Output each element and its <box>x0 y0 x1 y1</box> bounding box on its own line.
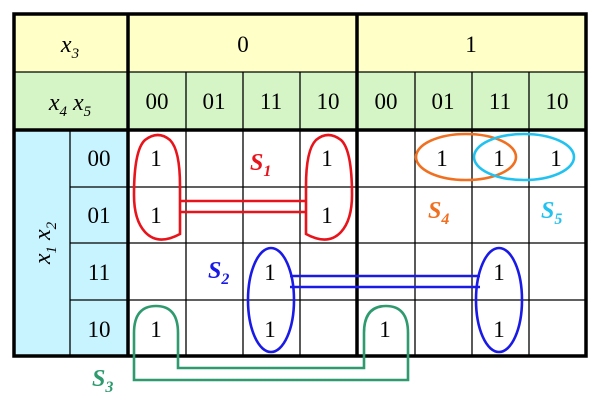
x3-label: x3 <box>60 32 79 62</box>
cell-value: 1 <box>550 146 562 171</box>
group-s3-outline <box>132 304 410 382</box>
cell-value: 1 <box>379 317 391 342</box>
row-code: 11 <box>88 260 110 285</box>
cell-values: 1 1 1 1 1 1 1 1 1 1 1 1 1 <box>150 146 562 342</box>
row-code: 00 <box>88 146 111 171</box>
x4x5-header-bg <box>14 72 126 130</box>
grid-thick <box>12 12 588 358</box>
cell-value: 1 <box>264 317 276 342</box>
col-code: 00 <box>375 89 398 114</box>
col-code: 11 <box>260 89 282 114</box>
x1x2-label: x1 x2 <box>30 221 60 265</box>
group-s1-outline <box>132 133 354 241</box>
cell-value: 1 <box>321 146 333 171</box>
group-s2-outline <box>246 246 524 354</box>
col-code: 01 <box>203 89 226 114</box>
col-code: 10 <box>546 89 569 114</box>
cell-value: 1 <box>493 260 505 285</box>
col-code: 01 <box>432 89 455 114</box>
cell-value: 1 <box>436 146 448 171</box>
row-code: 10 <box>88 317 111 342</box>
col-code: 00 <box>146 89 169 114</box>
cell-value: 1 <box>321 203 333 228</box>
group-s5-label: S5 <box>541 198 562 228</box>
x4x5-label: x4 x5 <box>48 90 92 120</box>
cell-value: 1 <box>150 146 162 171</box>
group-s5-outline <box>472 132 576 182</box>
column-codes: 00 01 11 10 00 01 11 10 <box>146 89 569 114</box>
row-codes: 00 01 11 10 <box>88 146 111 342</box>
cell-value: 1 <box>493 146 505 171</box>
cell-value: 1 <box>150 203 162 228</box>
cell-value: 1 <box>493 317 505 342</box>
group-s1-label: S1 <box>250 150 271 180</box>
cell-value: 1 <box>150 317 162 342</box>
x3-value-1: 1 <box>465 32 477 57</box>
group-s3-label: S3 <box>92 366 113 396</box>
row-code: 01 <box>88 203 111 228</box>
cell-value: 1 <box>264 260 276 285</box>
group-s4-label: S4 <box>428 198 449 228</box>
grid-thin <box>14 71 586 356</box>
group-s4-outline <box>414 132 518 182</box>
col-code: 10 <box>317 89 340 114</box>
col-code: 11 <box>489 89 511 114</box>
x3-value-0: 0 <box>237 32 249 57</box>
x3-header-bg <box>14 14 126 72</box>
group-s2-label: S2 <box>208 258 229 288</box>
